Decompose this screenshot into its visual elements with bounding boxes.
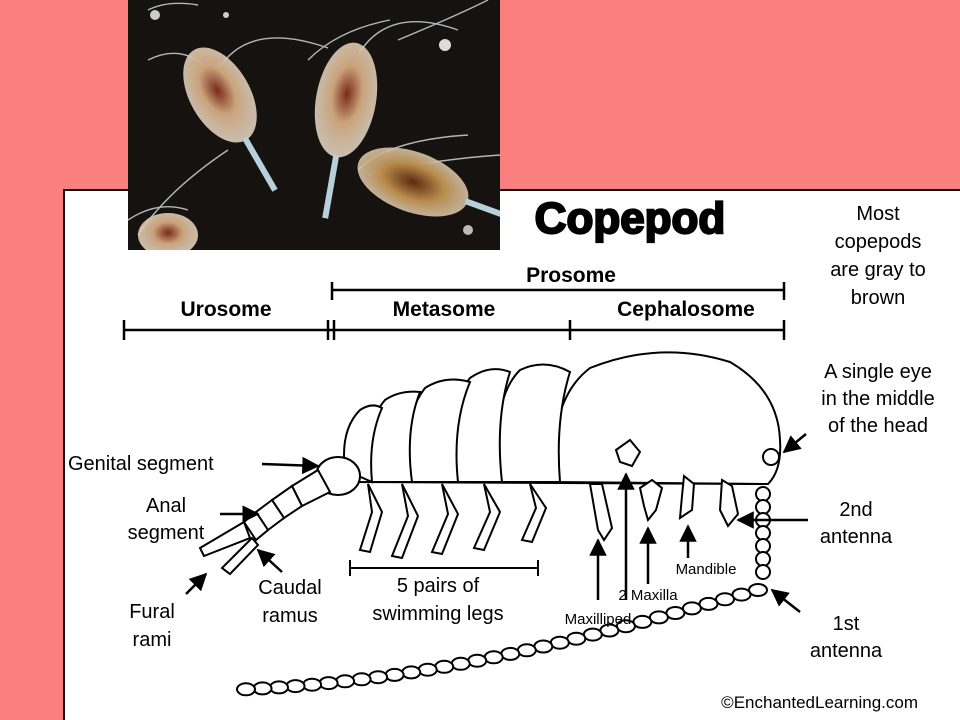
urosome-label: Urosome xyxy=(180,298,271,321)
region-brackets xyxy=(122,282,786,340)
antenna-bead xyxy=(755,564,771,580)
antenna-bead xyxy=(665,606,686,620)
antenna-bead xyxy=(500,646,521,661)
maxilla-shape xyxy=(614,438,642,468)
antenna-bead xyxy=(566,631,587,646)
mandible-shape xyxy=(678,474,696,520)
antenna-bead xyxy=(467,653,488,668)
antenna-bead xyxy=(368,670,389,685)
metasome-label: Metasome xyxy=(393,298,496,321)
eye-label-2: in the middle xyxy=(821,388,934,410)
antenna-bead xyxy=(351,672,372,687)
antenna-bead xyxy=(549,635,570,650)
antenna-bead xyxy=(731,587,752,602)
antenna-bead xyxy=(755,538,771,554)
caudal-ramus-label-1: Caudal xyxy=(258,577,321,599)
color-note-line-1: Most xyxy=(856,203,900,225)
antenna-bead xyxy=(748,583,768,597)
antenna-bead xyxy=(252,681,273,696)
maxilla-label: 2 Maxilla xyxy=(618,587,678,604)
swimming-legs-label-2: swimming legs xyxy=(372,603,503,625)
antenna-bead xyxy=(681,601,702,616)
prosome-label: Prosome xyxy=(526,264,616,287)
copepod-photo xyxy=(128,0,500,250)
pointer-arrows xyxy=(185,433,808,613)
antenna-bead xyxy=(755,525,771,541)
copepod-body-drawing xyxy=(198,351,782,576)
diagram-title: Copepod xyxy=(535,194,726,243)
swimming-legs-bracket xyxy=(349,560,539,576)
eye-shape xyxy=(762,448,780,466)
color-note-line-3: are gray to xyxy=(830,259,926,281)
maxilliped-shape xyxy=(588,483,614,542)
maxilliped-label: Maxilliped xyxy=(565,611,632,628)
antenna-bead xyxy=(401,665,422,680)
antenna-bead xyxy=(417,662,438,677)
antenna-bead xyxy=(755,486,771,502)
antenna-bead xyxy=(516,643,537,658)
anal-segment-label-2: segment xyxy=(128,522,205,544)
first-antenna-label-1: 1st xyxy=(833,613,860,635)
color-note: Most copepods are gray to brown xyxy=(830,203,926,309)
copepod-photo-image xyxy=(128,0,500,250)
antenna-bead xyxy=(384,667,405,682)
antenna-bead xyxy=(269,680,289,695)
antenna-bead xyxy=(582,627,603,642)
antenna-bead xyxy=(302,677,323,692)
antenna-bead xyxy=(236,682,256,697)
antenna-bead xyxy=(434,659,455,674)
cephalosome-label: Cephalosome xyxy=(617,298,755,321)
first-antenna-label-2: antenna xyxy=(810,640,883,662)
swimming-legs-shape xyxy=(358,483,548,560)
antenna-bead xyxy=(483,650,504,665)
antenna-bead xyxy=(698,596,719,611)
cephalosome-shape xyxy=(553,351,782,486)
eye-label-1: A single eye xyxy=(824,361,932,383)
second-antenna-label-1: 2nd xyxy=(839,499,872,521)
antenna-bead xyxy=(450,656,471,671)
antenna-bead xyxy=(755,499,771,515)
credit-text: ©EnchantedLearning.com xyxy=(721,693,918,712)
antenna-bead xyxy=(715,592,735,607)
antenna-bead xyxy=(648,610,669,625)
anal-segment-label-1: Anal xyxy=(146,495,186,517)
color-note-line-2: copepods xyxy=(835,231,922,253)
antenna-bead xyxy=(318,676,339,691)
fural-rami-label-1: Fural xyxy=(129,601,175,623)
swimming-legs-label-1: 5 pairs of xyxy=(397,575,480,597)
antenna-bead xyxy=(335,674,356,689)
first-antenna-shape xyxy=(236,486,771,697)
fural-rami-label-2: rami xyxy=(133,629,172,651)
genital-segment-label: Genital segment xyxy=(68,453,214,475)
second-antenna-label-2: antenna xyxy=(820,526,893,548)
antenna-bead xyxy=(285,679,306,694)
color-note-line-4: brown xyxy=(851,287,905,309)
antenna-bead xyxy=(755,551,771,567)
antenna-bead xyxy=(533,639,554,654)
mandible-label: Mandible xyxy=(676,561,737,578)
caudal-ramus-label-2: ramus xyxy=(262,605,318,627)
antenna-bead xyxy=(632,614,653,629)
eye-label-3: of the head xyxy=(828,415,928,437)
second-antenna-shape xyxy=(718,478,740,528)
